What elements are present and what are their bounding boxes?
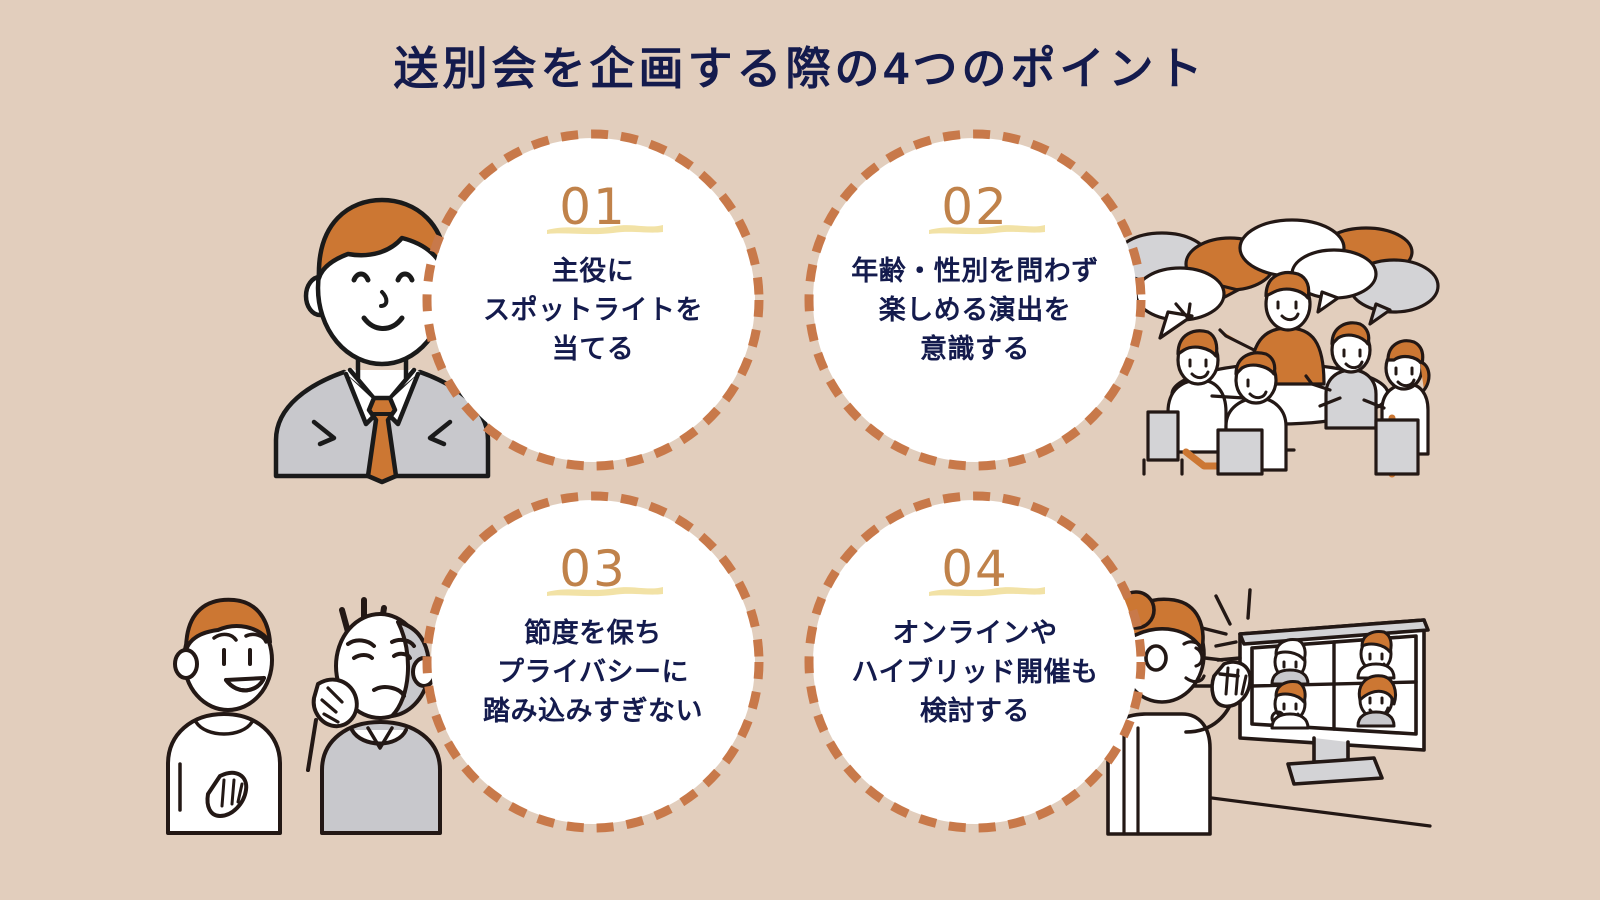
point-line: 踏み込みすぎない: [483, 696, 703, 727]
point-number-02: 02: [941, 178, 1009, 236]
illustration-video-call: [1098, 582, 1432, 836]
point-text-03: 節度を保ち プライバシーに 踏み込みすぎない: [431, 614, 755, 731]
point-text-04: オンラインや ハイブリッド開催も 検討する: [813, 614, 1137, 731]
point-line: 検討する: [920, 696, 1030, 727]
point-text-01: 主役に スポットライトを 当てる: [431, 252, 755, 369]
point-line: ハイブリッド開催も: [851, 657, 1099, 688]
point-line: プライバシーに: [497, 657, 689, 688]
point-line: 年齢・性別を問わず: [851, 256, 1099, 286]
illustration-group-meeting: [1108, 212, 1440, 478]
page-title: 送別会を企画する際の4つのポイント: [393, 43, 1207, 94]
point-number-wrap-01: 01: [547, 178, 664, 236]
point-number-01: 01: [559, 178, 627, 236]
point-card-02[interactable]: 02 年齢・性別を問わず 楽しめる演出を 意識する: [804, 129, 1146, 471]
point-card-03[interactable]: 03 節度を保ち プライバシーに 踏み込みすぎない: [422, 491, 764, 833]
point-text-02: 年齢・性別を問わず 楽しめる演出を 意識する: [813, 252, 1137, 369]
point-line: 意識する: [920, 334, 1030, 365]
point-line: スポットライトを: [483, 295, 703, 326]
point-number-03: 03: [559, 540, 627, 598]
point-line: オンラインや: [892, 618, 1058, 648]
point-line: 主役に: [551, 256, 635, 286]
point-line: 当てる: [551, 334, 635, 365]
point-line: 節度を保ち: [524, 618, 662, 648]
point-card-04[interactable]: 04 オンラインや ハイブリッド開催も 検討する: [804, 491, 1146, 833]
point-number-04: 04: [941, 540, 1009, 598]
point-number-wrap-02: 02: [929, 178, 1046, 236]
point-number-wrap-04: 04: [929, 540, 1046, 598]
point-number-wrap-03: 03: [547, 540, 664, 598]
point-line: 楽しめる演出を: [878, 295, 1072, 326]
point-card-01[interactable]: 01 主役に スポットライトを 当てる: [422, 129, 764, 471]
illustration-awkward-conversation: [152, 588, 482, 835]
